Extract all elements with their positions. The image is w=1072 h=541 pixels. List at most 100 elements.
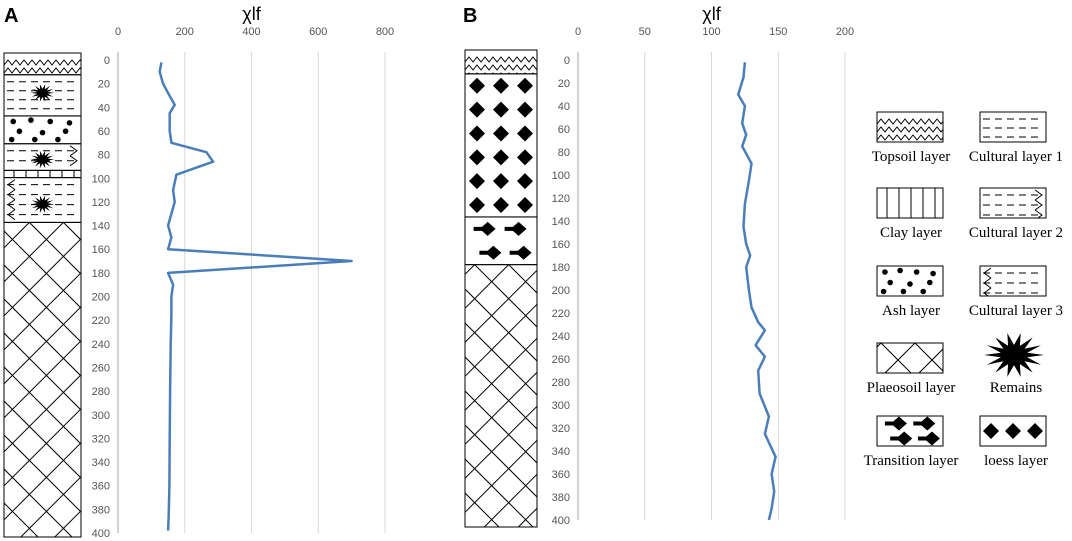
y-tick-label: 360 xyxy=(92,481,110,493)
cross-hatch xyxy=(42,265,304,527)
legend-swatch xyxy=(979,111,1047,143)
legend-label: loess layer xyxy=(984,453,1048,469)
stratum-clay xyxy=(3,169,82,179)
legend-label: Topsoil layer xyxy=(872,149,951,165)
legend-item-loess: loess layer xyxy=(979,415,1048,469)
ash-dot xyxy=(47,118,53,125)
cross-hatch xyxy=(465,269,537,344)
cross-hatch xyxy=(20,476,81,537)
ash-dot xyxy=(66,120,73,126)
cross-hatch xyxy=(4,502,39,537)
cross-hatch xyxy=(4,230,81,309)
remains-icon xyxy=(30,84,55,102)
arrow-head xyxy=(983,277,992,289)
topsoil-zigzag xyxy=(877,118,943,125)
legend-label: Cultural layer 2 xyxy=(969,225,1063,241)
stratum-loess xyxy=(464,73,538,218)
y-tick-label: 120 xyxy=(552,193,570,205)
topsoil-zigzag xyxy=(4,67,81,74)
legend-swatch xyxy=(876,265,944,297)
cross-hatch xyxy=(465,337,537,412)
y-tick-label: 300 xyxy=(552,400,570,412)
y-tick-label: 180 xyxy=(552,262,570,274)
cross-hatch xyxy=(267,222,582,537)
legend-swatch xyxy=(876,415,944,447)
transition-diamond xyxy=(485,245,502,260)
y-tick-label: 100 xyxy=(92,173,110,185)
y-tick-label: 180 xyxy=(92,268,110,280)
ash-dot xyxy=(920,288,926,295)
cross-hatch xyxy=(199,222,514,537)
stratum-ash xyxy=(3,115,82,145)
cross-hatch xyxy=(4,468,73,537)
ash-dot xyxy=(927,279,933,286)
transition-diamond xyxy=(923,431,940,446)
loess-diamond xyxy=(1027,423,1043,439)
legend-swatch xyxy=(979,187,1047,219)
stratum-border xyxy=(3,169,82,179)
legend-item-cultural2: Cultural layer 2 xyxy=(969,187,1063,241)
transition-diamond xyxy=(515,245,532,260)
legend-item-transition: Transition layer xyxy=(864,415,958,469)
cross-hatch xyxy=(914,343,943,372)
arrow-head xyxy=(1034,199,1043,211)
y-tick-label: 340 xyxy=(92,457,110,469)
cross-hatch xyxy=(4,400,81,479)
x-tick-label: 800 xyxy=(376,26,394,38)
cross-hatch xyxy=(4,238,81,317)
transition-diamond xyxy=(919,416,936,431)
loess-diamond xyxy=(469,77,485,94)
y-tick-label: 40 xyxy=(98,102,110,114)
loess-diamond xyxy=(493,125,509,142)
cross-hatch xyxy=(465,458,534,527)
x-tick-label: 400 xyxy=(242,26,260,38)
loess-diamond xyxy=(493,197,509,214)
legend-swatch xyxy=(876,342,944,374)
cross-hatch xyxy=(76,265,338,527)
transition-diamond xyxy=(896,431,913,446)
y-tick-label: 160 xyxy=(552,239,570,251)
legend-label: Plaeosoil layer xyxy=(867,380,956,396)
legend-item-topsoil: Topsoil layer xyxy=(872,111,951,165)
data-line xyxy=(158,62,353,531)
y-tick-label: 20 xyxy=(558,78,570,90)
loess-diamond xyxy=(469,173,485,190)
cross-hatch xyxy=(4,536,5,537)
arrow-head xyxy=(7,209,16,221)
loess-diamond xyxy=(493,149,509,166)
cross-hatch xyxy=(949,343,979,373)
cross-hatch xyxy=(4,306,81,385)
arrow-head xyxy=(69,145,78,157)
y-tick-label: 240 xyxy=(92,339,110,351)
loess-diamond xyxy=(493,101,509,118)
data-line xyxy=(736,62,777,521)
arrow-head xyxy=(7,179,16,191)
cross-hatch xyxy=(97,222,412,537)
cross-hatch xyxy=(611,265,873,527)
remains-icon xyxy=(30,150,55,169)
legend-swatch xyxy=(979,415,1047,447)
topsoil-zigzag xyxy=(4,76,92,81)
ash-dot xyxy=(900,288,907,295)
stratum-border xyxy=(464,73,538,218)
y-tick-label: 360 xyxy=(552,469,570,481)
loess-diamond xyxy=(493,77,509,94)
x-axis-title: χlf xyxy=(702,4,721,24)
cross-hatch xyxy=(4,332,81,411)
transition-diamond xyxy=(479,221,496,236)
cross-hatch xyxy=(877,372,878,373)
topsoil-zigzag xyxy=(465,64,537,71)
y-tick-label: 220 xyxy=(552,308,570,320)
cross-hatch xyxy=(4,340,81,419)
ash-dot xyxy=(10,118,17,125)
cross-hatch xyxy=(465,288,537,362)
transition-diamond xyxy=(510,221,527,236)
cross-hatch xyxy=(4,374,81,453)
x-tick-label: 0 xyxy=(115,26,121,38)
stratum-border xyxy=(464,49,538,75)
y-tick-label: 140 xyxy=(92,221,110,233)
